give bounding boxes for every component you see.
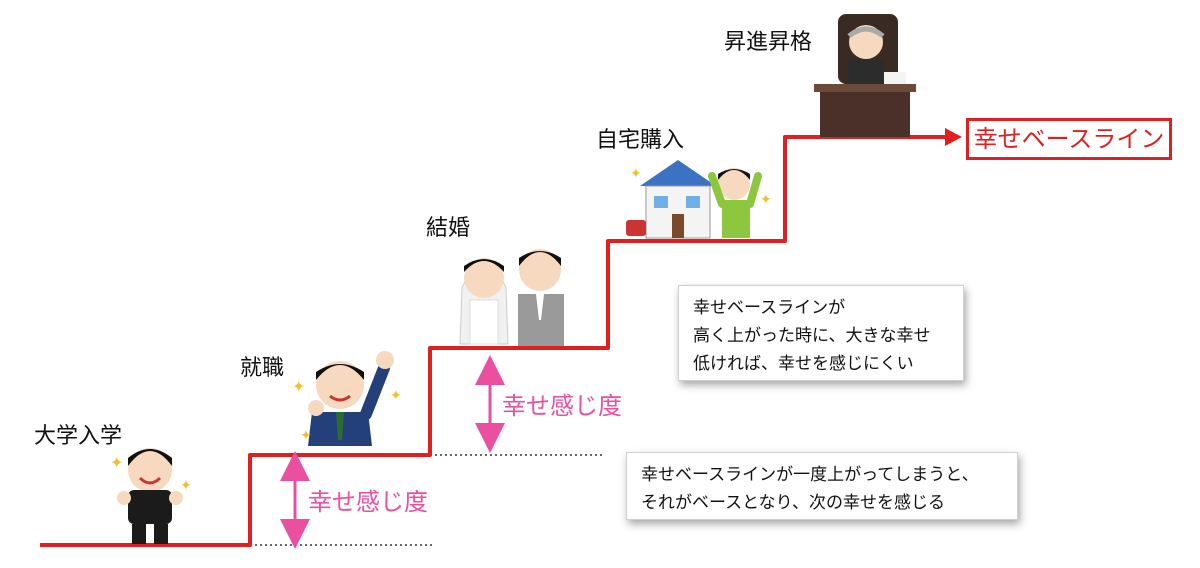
- note-box-baseline-rise: 幸せベースラインが一度上がってしまうと、 それがベースとなり、次の幸せを感じる: [626, 452, 1018, 520]
- note-line: 幸せベースラインが一度上がってしまうと、: [641, 465, 979, 485]
- step-label-university-entrance: 大学入学: [34, 424, 123, 449]
- step-label-marriage: 結婚: [426, 216, 471, 241]
- step-label-promotion: 昇進昇格: [724, 30, 813, 55]
- wedding-couple-illustration: [459, 249, 564, 346]
- note-box-baseline-height: 幸せベースラインが 高く上がった時に、大きな幸せ 低ければ、幸せを感じにくい: [678, 285, 964, 381]
- house-and-man-illustration: ✦ ✦: [626, 160, 772, 239]
- note-line: 高く上がった時に、大きな幸せ: [693, 326, 931, 346]
- svg-text:✦: ✦: [300, 428, 312, 444]
- svg-text:✦: ✦: [180, 478, 192, 494]
- step-label-home-purchase: 自宅購入: [596, 128, 685, 153]
- executive-at-desk-illustration: [814, 14, 916, 137]
- happiness-level-label-2: 幸せ感じ度: [502, 392, 622, 420]
- note-line: 低ければ、幸せを感じにくい: [693, 354, 914, 374]
- note-line: それがベースとなり、次の幸せを感じる: [641, 493, 945, 513]
- svg-text:✦: ✦: [110, 453, 123, 472]
- baseline-arrowhead: [945, 128, 962, 146]
- businessman-fist-pump-illustration: ✦ ✦ ✦: [292, 351, 402, 446]
- svg-text:✦: ✦: [390, 388, 402, 404]
- svg-text:✦: ✦: [630, 166, 642, 182]
- note-line: 幸せベースラインが: [693, 298, 846, 318]
- svg-text:✦: ✦: [760, 192, 772, 208]
- svg-text:✦: ✦: [292, 377, 305, 396]
- step-label-employment: 就職: [240, 356, 285, 381]
- student-cheering-illustration: ✦ ✦: [110, 448, 192, 544]
- baseline-label: 幸せベースライン: [966, 118, 1172, 160]
- happiness-baseline-staircase: [40, 135, 945, 547]
- happiness-level-label-1: 幸せ感じ度: [308, 488, 428, 516]
